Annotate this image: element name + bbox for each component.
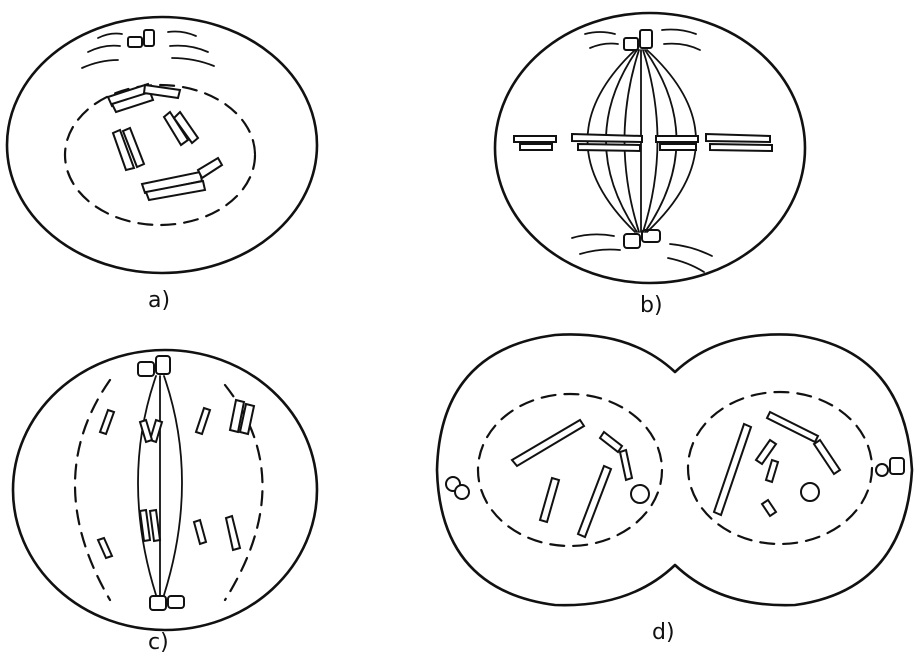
cell-a-membrane: [7, 17, 317, 273]
panel-c-drawing: [13, 350, 317, 630]
cell-b-centrosome-bottom: [624, 230, 660, 248]
cell-d-right-centrosome: [876, 458, 904, 476]
cell-d-left-chromosomes: [512, 420, 649, 537]
panel-b-drawing: [495, 13, 805, 283]
cell-b-metaphase-chromosomes: [514, 134, 772, 151]
cell-c-centrosome-bottom: [150, 596, 184, 610]
cell-d-right-chromosomes: [714, 412, 840, 516]
panel-a-label: a): [148, 288, 170, 313]
cell-d-left-nucleus: [478, 394, 662, 546]
panel-d-label: d): [652, 620, 675, 645]
cell-a-nuclear-envelope: [65, 85, 255, 225]
cell-a-chromosome: [108, 84, 180, 112]
cell-a-chromosome: [113, 128, 144, 170]
cell-a-chromosome: [142, 158, 222, 200]
panel-c-label: c): [148, 630, 169, 655]
cell-a-chromosome: [164, 112, 198, 145]
cell-c-membrane: [13, 350, 317, 630]
panel-d-drawing: [437, 334, 912, 605]
panel-a-drawing: [7, 17, 317, 273]
cell-b-centrosome-top: [624, 30, 652, 50]
cell-a-centrosome: [128, 30, 154, 47]
panel-b-label: b): [640, 293, 663, 318]
cell-d-right-nucleus: [688, 392, 872, 544]
cell-d-left-centrosome: [446, 477, 469, 499]
cell-c-lower-chromosomes: [98, 510, 240, 558]
cell-c-centrosome-top: [138, 356, 170, 376]
